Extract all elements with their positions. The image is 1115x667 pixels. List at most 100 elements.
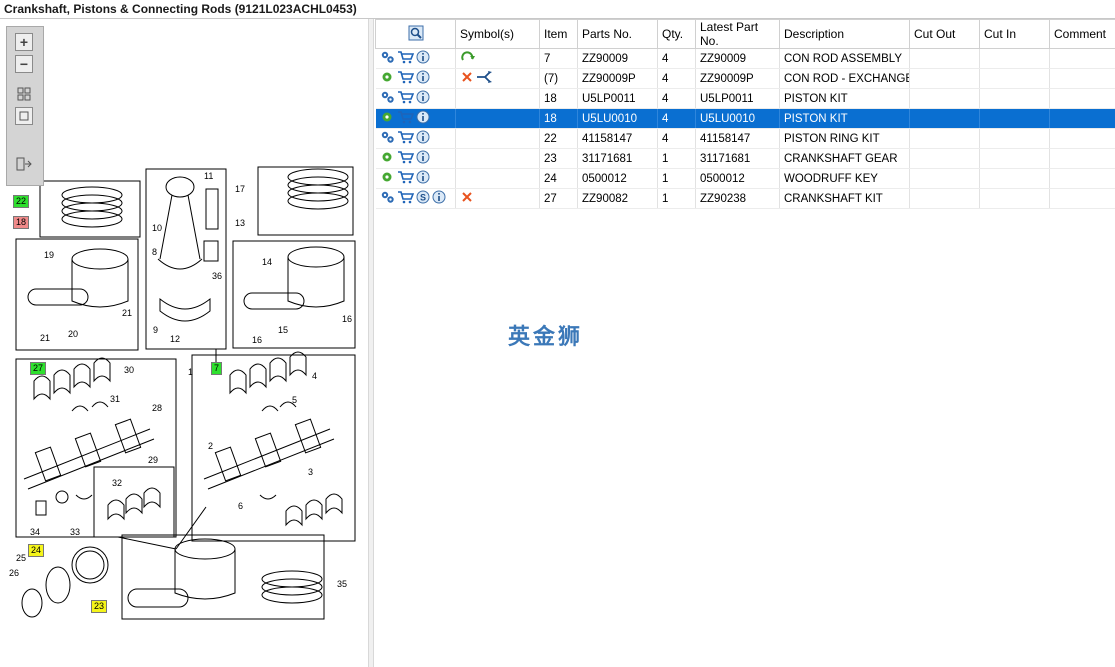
gears-icon[interactable] bbox=[380, 190, 395, 207]
callout-27[interactable]: 27 bbox=[30, 362, 47, 375]
watermark: 英金狮 bbox=[508, 325, 584, 350]
info-icon[interactable] bbox=[416, 50, 430, 67]
gear-green-icon[interactable] bbox=[380, 170, 395, 187]
cart-icon[interactable] bbox=[397, 150, 414, 167]
cart-icon[interactable] bbox=[397, 130, 414, 147]
cell-parts-no: 0500012 bbox=[577, 168, 658, 189]
cell-cut-in bbox=[979, 48, 1050, 69]
zoom-out-button[interactable]: − bbox=[15, 55, 33, 73]
minus-icon: − bbox=[19, 56, 29, 72]
gear-green-icon[interactable] bbox=[380, 70, 395, 87]
svg-text:2: 2 bbox=[208, 441, 213, 451]
cell-cut-out bbox=[909, 108, 980, 129]
cell-parts-no: ZZ90082 bbox=[577, 188, 658, 209]
header-cut-out[interactable]: Cut Out bbox=[909, 19, 980, 49]
cell-qty: 1 bbox=[657, 188, 696, 209]
replace-icon[interactable] bbox=[460, 50, 476, 67]
cart-icon[interactable] bbox=[397, 170, 414, 187]
svg-text:31: 31 bbox=[110, 394, 120, 404]
cell-parts-no: ZZ90009 bbox=[577, 48, 658, 69]
cell-latest-part-no: ZZ90009 bbox=[695, 48, 780, 69]
cell-comment bbox=[1049, 168, 1115, 189]
gear-green-icon[interactable] bbox=[380, 110, 395, 127]
panel-splitter[interactable] bbox=[368, 19, 374, 667]
cell-item: 7 bbox=[539, 48, 578, 69]
svg-text:9: 9 bbox=[153, 325, 158, 335]
header-comment[interactable]: Comment bbox=[1049, 19, 1115, 49]
callout-7[interactable]: 7 bbox=[211, 362, 223, 375]
cell-description: CON ROD - EXCHANGE bbox=[779, 68, 910, 89]
cell-item: 18 bbox=[539, 88, 578, 109]
callout-24[interactable]: 24 bbox=[28, 544, 45, 557]
header-description[interactable]: Description bbox=[779, 19, 910, 49]
cart-icon[interactable] bbox=[397, 190, 414, 207]
cart-icon[interactable] bbox=[397, 110, 414, 127]
cart-icon[interactable] bbox=[397, 70, 414, 87]
gears-icon[interactable] bbox=[380, 130, 395, 147]
header-locate[interactable] bbox=[375, 19, 456, 49]
svg-text:3: 3 bbox=[308, 467, 313, 477]
svg-text:29: 29 bbox=[148, 455, 158, 465]
svg-text:16: 16 bbox=[342, 314, 352, 324]
cross-icon[interactable] bbox=[460, 190, 474, 207]
exchange-icon[interactable] bbox=[476, 70, 494, 87]
header-symbols[interactable]: Symbol(s) bbox=[455, 19, 540, 49]
s-icon[interactable]: S bbox=[416, 190, 430, 207]
row-actions bbox=[375, 148, 456, 169]
fit-page-button[interactable] bbox=[15, 85, 33, 103]
info-icon[interactable] bbox=[416, 70, 430, 87]
cell-cut-in bbox=[979, 68, 1050, 89]
cell-cut-in bbox=[979, 108, 1050, 129]
actual-size-button[interactable] bbox=[15, 107, 33, 125]
header-qty[interactable]: Qty. bbox=[657, 19, 696, 49]
info-icon[interactable] bbox=[416, 170, 430, 187]
export-button[interactable] bbox=[15, 155, 33, 173]
info-icon[interactable] bbox=[432, 190, 446, 207]
svg-text:10: 10 bbox=[152, 223, 162, 233]
header-latest-part-no[interactable]: Latest Part No. bbox=[695, 19, 780, 49]
gear-green-icon[interactable] bbox=[380, 150, 395, 167]
gears-icon[interactable] bbox=[380, 50, 395, 67]
cell-item: 27 bbox=[539, 188, 578, 209]
header-parts-no[interactable]: Parts No. bbox=[577, 19, 658, 49]
header-cut-in[interactable]: Cut In bbox=[979, 19, 1050, 49]
cart-icon[interactable] bbox=[397, 50, 414, 67]
gears-icon[interactable] bbox=[380, 90, 395, 107]
info-icon[interactable] bbox=[416, 90, 430, 107]
cell-description: CON ROD ASSEMBLY bbox=[779, 48, 910, 69]
cell-latest-part-no: 31171681 bbox=[695, 148, 780, 169]
info-icon[interactable] bbox=[416, 130, 430, 147]
callout-18[interactable]: 18 bbox=[13, 216, 30, 229]
svg-text:30: 30 bbox=[124, 365, 134, 375]
cell-description: PISTON KIT bbox=[779, 88, 910, 109]
cell-description: CRANKSHAFT GEAR bbox=[779, 148, 910, 169]
row-symbols bbox=[455, 128, 540, 149]
zoom-in-button[interactable]: + bbox=[15, 33, 33, 51]
row-actions bbox=[375, 68, 456, 89]
callout-23[interactable]: 23 bbox=[91, 600, 108, 613]
row-symbols bbox=[455, 48, 540, 69]
cell-qty: 4 bbox=[657, 108, 696, 129]
header-item[interactable]: Item bbox=[539, 19, 578, 49]
zoom-toolbar: + − bbox=[6, 26, 44, 186]
svg-text:S: S bbox=[419, 193, 425, 203]
info-icon[interactable] bbox=[416, 150, 430, 167]
callout-22[interactable]: 22 bbox=[13, 195, 30, 208]
cell-comment bbox=[1049, 68, 1115, 89]
cross-icon[interactable] bbox=[460, 70, 474, 87]
cart-icon[interactable] bbox=[397, 90, 414, 107]
svg-text:21: 21 bbox=[122, 308, 132, 318]
svg-text:4: 4 bbox=[312, 371, 317, 381]
cell-parts-no: 31171681 bbox=[577, 148, 658, 169]
info-icon[interactable] bbox=[416, 110, 430, 127]
